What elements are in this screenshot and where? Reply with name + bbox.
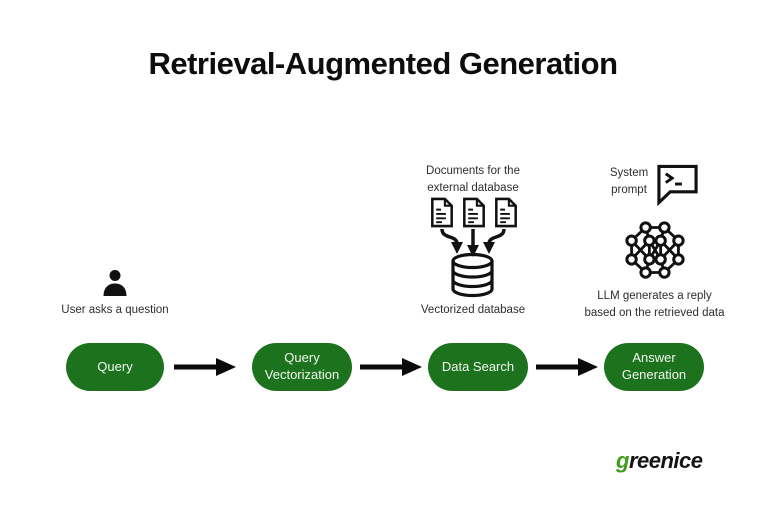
pipeline-step-answer-generation: Answer Generation bbox=[604, 343, 704, 391]
documents-label-line2: external database bbox=[427, 182, 519, 195]
down-arrows-icon bbox=[427, 228, 519, 258]
document-icon bbox=[493, 197, 519, 228]
system-prompt-label: System prompt bbox=[601, 165, 657, 200]
documents-label-line1: Documents for the bbox=[426, 165, 520, 177]
pipeline-step-query: Query bbox=[66, 343, 164, 391]
user-icon bbox=[100, 268, 130, 298]
database-cylinder-icon bbox=[449, 252, 496, 298]
greenice-logo: greenice bbox=[616, 448, 716, 474]
right-arrow-icon bbox=[358, 356, 422, 378]
llm-label: LLM generates a reply based on the retri… bbox=[584, 290, 725, 320]
pipeline-step-query-vectorization: Query Vectorization bbox=[252, 343, 352, 391]
logo-prefix: g bbox=[616, 448, 629, 473]
system-prompt-line2: prompt bbox=[611, 184, 647, 197]
pipeline-step-data-search: Data Search bbox=[428, 343, 528, 391]
document-icon bbox=[461, 197, 487, 228]
user-label: User asks a question bbox=[61, 304, 169, 316]
pipeline-step-label: Query Vectorization bbox=[264, 350, 340, 382]
right-arrow-icon bbox=[534, 356, 598, 378]
terminal-speech-bubble-icon bbox=[655, 163, 700, 206]
document-icon bbox=[429, 197, 455, 228]
pipeline-step-label: Query bbox=[97, 358, 133, 374]
right-arrow-icon bbox=[172, 356, 236, 378]
system-prompt-line1: System bbox=[609, 167, 649, 179]
logo-rest: reenice bbox=[628, 448, 703, 473]
vectorized-database-label: Vectorized database bbox=[420, 304, 526, 316]
neural-network-icon bbox=[625, 220, 685, 280]
pipeline-step-label: Data Search bbox=[441, 358, 515, 374]
page-title: Retrieval-Augmented Generation bbox=[148, 46, 618, 81]
documents-label: Documents for the external database bbox=[403, 163, 543, 198]
pipeline-step-label: Answer Generation bbox=[621, 350, 687, 382]
